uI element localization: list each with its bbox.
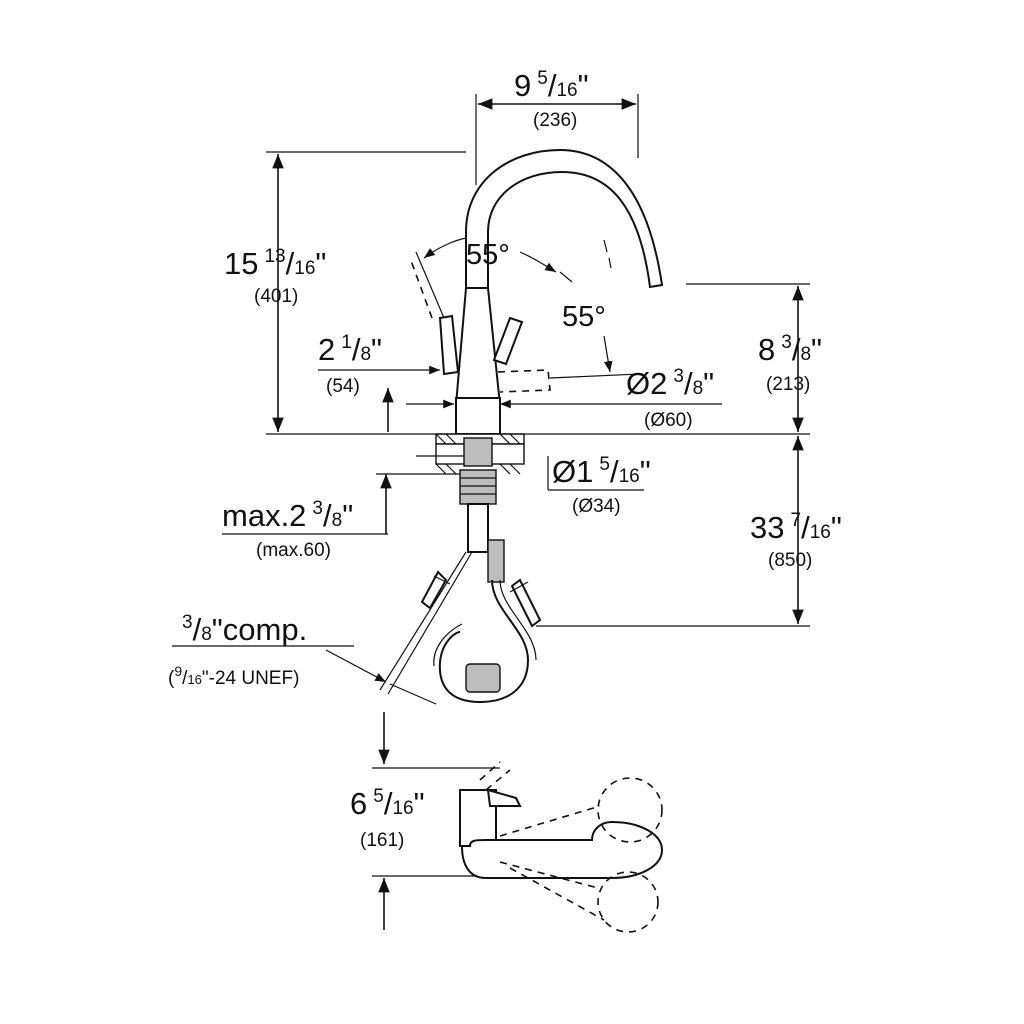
spout-rotated-down (597, 871, 659, 933)
svg-text:(850): (850) (768, 550, 812, 571)
spray-head-dots (603, 239, 612, 269)
svg-text:(9/16"-24 UNEF): (9/16"-24 UNEF) (168, 663, 299, 689)
top-view-lever (486, 788, 522, 807)
hose-connector (487, 539, 505, 583)
svg-text:(Ø60): (Ø60) (644, 410, 693, 431)
base-plate (455, 397, 501, 435)
svg-text:83/8": 83/8" (758, 332, 822, 367)
threaded-shank (467, 503, 489, 553)
hose-loop (438, 579, 530, 704)
faucet-top-view (459, 761, 664, 933)
svg-text:(213): (213) (766, 374, 810, 395)
mounting-nut (459, 469, 497, 505)
svg-text:65/16": 65/16" (350, 786, 425, 821)
spout-arc (465, 148, 664, 289)
svg-text:Ø15/16": Ø15/16" (552, 454, 651, 489)
label-connection: 3/8"comp. (9/16"-24 UNEF) (168, 612, 307, 689)
hose-weight (465, 663, 501, 693)
lever-right (492, 316, 524, 366)
anchor-right (509, 578, 542, 628)
svg-text:(161): (161) (360, 830, 404, 851)
spout-rotated-up (597, 777, 663, 843)
svg-text:337/16": 337/16" (750, 510, 842, 545)
svg-text:(max.60): (max.60) (256, 540, 331, 561)
supply-pipe (379, 551, 473, 695)
faucet-body (454, 287, 502, 406)
svg-text:(Ø34): (Ø34) (572, 496, 621, 517)
svg-text:(401): (401) (254, 286, 298, 307)
svg-text:Ø23/8": Ø23/8" (626, 366, 714, 401)
anchor-left (420, 570, 451, 610)
svg-text:(54): (54) (326, 376, 360, 397)
label-swivel-angle-2: 55° (562, 301, 606, 333)
svg-text:21/8": 21/8" (318, 332, 382, 367)
svg-text:max.23/8": max.23/8" (222, 498, 353, 533)
faucet-side-view (379, 148, 664, 704)
label-swivel-angle-1: 55° (466, 239, 510, 271)
mounting-shank (463, 437, 493, 467)
svg-text:3/8"comp.: 3/8"comp. (182, 612, 307, 647)
lever-dashed-position (497, 369, 551, 393)
dimension-lines (172, 94, 810, 930)
svg-text:95/16": 95/16" (514, 68, 589, 103)
svg-text:(236): (236) (533, 110, 577, 131)
lever-left (438, 314, 460, 376)
